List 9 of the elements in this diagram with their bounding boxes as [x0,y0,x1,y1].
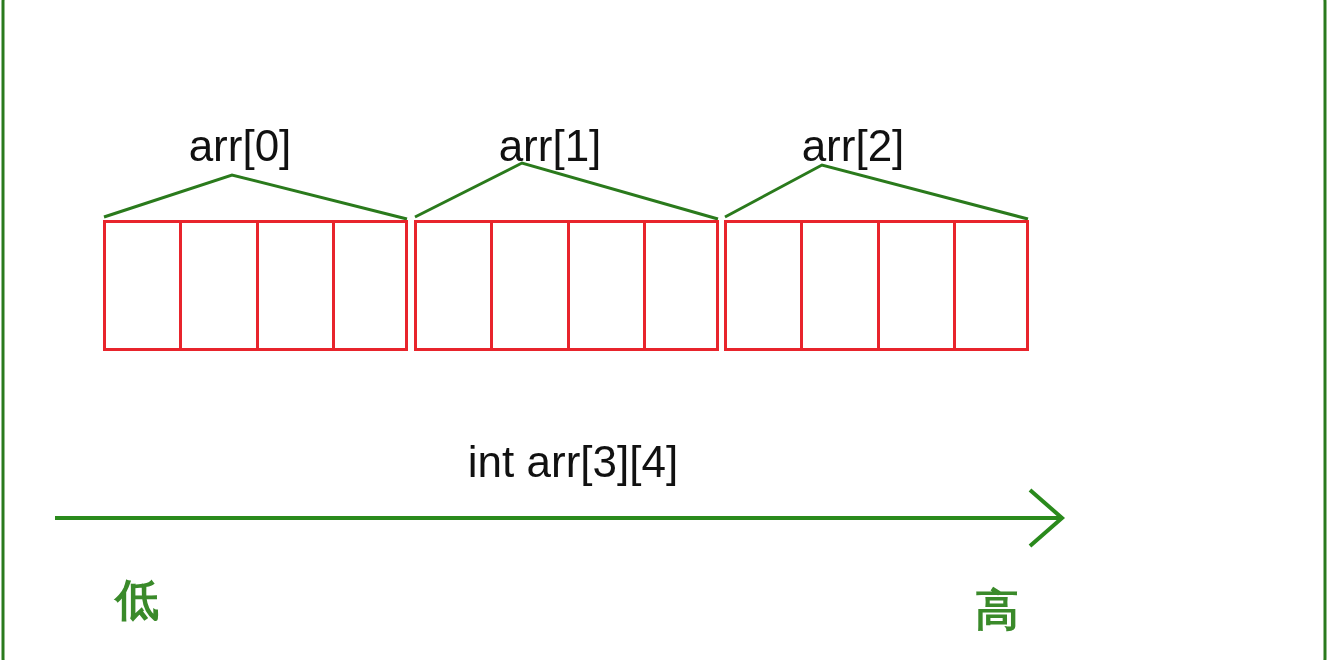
low-address-text: 低 [115,578,159,622]
declaration-text: int arr[3][4] [467,440,679,484]
memory-cell [490,220,570,351]
high-address-text: 高 [975,588,1019,632]
array-label: arr[1] [498,124,602,168]
array-label: arr[0] [188,124,292,168]
memory-cell [179,220,259,351]
array-label: arr[2] [801,124,905,168]
memory-cell [800,220,880,351]
